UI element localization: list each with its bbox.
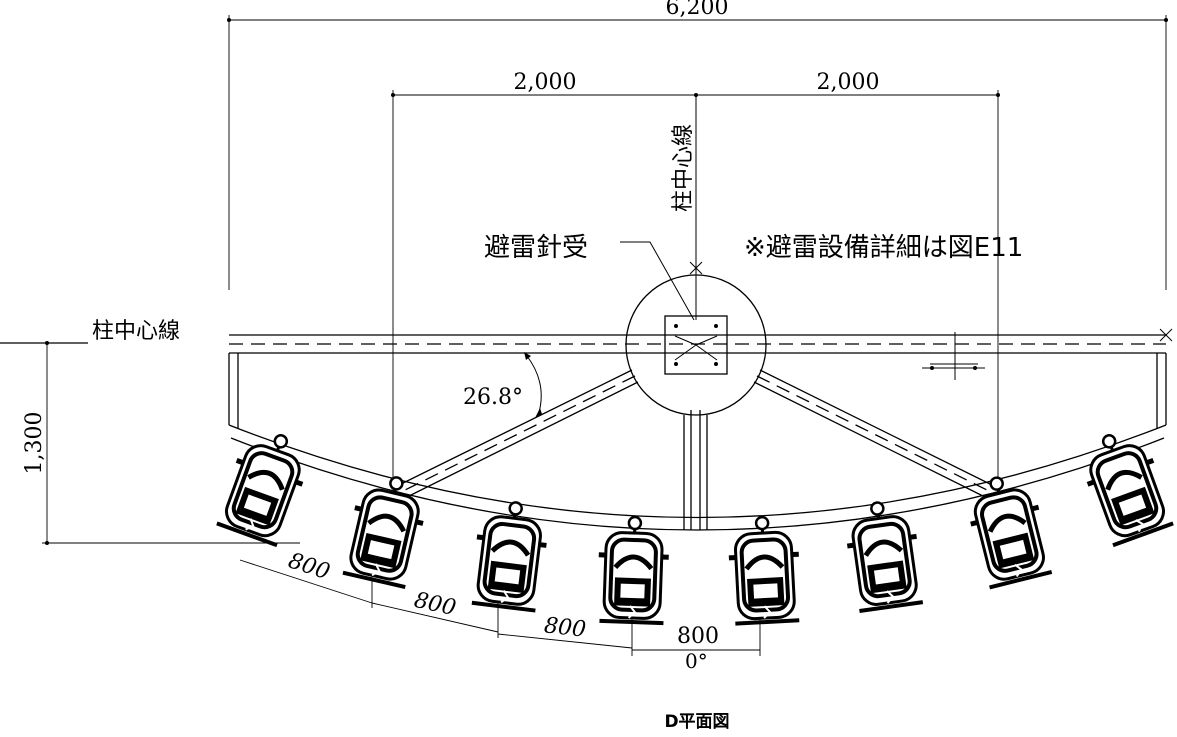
spacing-label-1: 800 [285, 548, 333, 585]
horizontal-centerline-label: 柱中心線 [92, 319, 180, 344]
lightning-rod-receiver-label: 避雷針受 [484, 233, 588, 263]
overall-dimension: 6,200 [227, 0, 1168, 290]
swing-seat-icon [596, 516, 670, 623]
vertical-centerline: 柱中心線 [671, 95, 703, 320]
arm-angle: 26.8° [463, 352, 542, 418]
swing-seat-icon [214, 424, 316, 547]
horizontal-beam: 柱中心線 [0, 319, 1173, 380]
drawing-caption: D平面図 [664, 712, 729, 732]
spacing-label-3: 800 [543, 613, 587, 642]
depth-dimension: 1,300 [22, 341, 300, 545]
outer-arc [228, 424, 1167, 531]
span-dimensions: 2,000 2,000 [391, 70, 1000, 480]
swing-seat-icon [961, 469, 1054, 588]
left-span-label: 2,000 [514, 70, 577, 95]
swing-seat-icon [727, 515, 802, 624]
overall-width-label: 6,200 [666, 0, 729, 20]
vertical-centerline-label: 柱中心線 [671, 124, 696, 212]
diagonal-arms [392, 369, 999, 499]
swing-seat-icon [340, 470, 432, 588]
swing-seats [214, 424, 1176, 624]
right-span-label: 2,000 [817, 70, 880, 95]
center-angle-label: 0° [685, 649, 708, 673]
side-frames [228, 353, 1167, 428]
spacing-label-2: 800 [412, 588, 458, 621]
depth-label: 1,300 [22, 412, 47, 475]
center-hub [625, 274, 767, 530]
spacing-label-4: 800 [677, 624, 719, 649]
arm-angle-label: 26.8° [463, 385, 523, 410]
annotations: 避雷針受 ※避雷設備詳細は図E11 [484, 233, 1023, 321]
lightning-note-label: ※避雷設備詳細は図E11 [744, 233, 1023, 263]
swing-seat-icon [1074, 424, 1176, 547]
